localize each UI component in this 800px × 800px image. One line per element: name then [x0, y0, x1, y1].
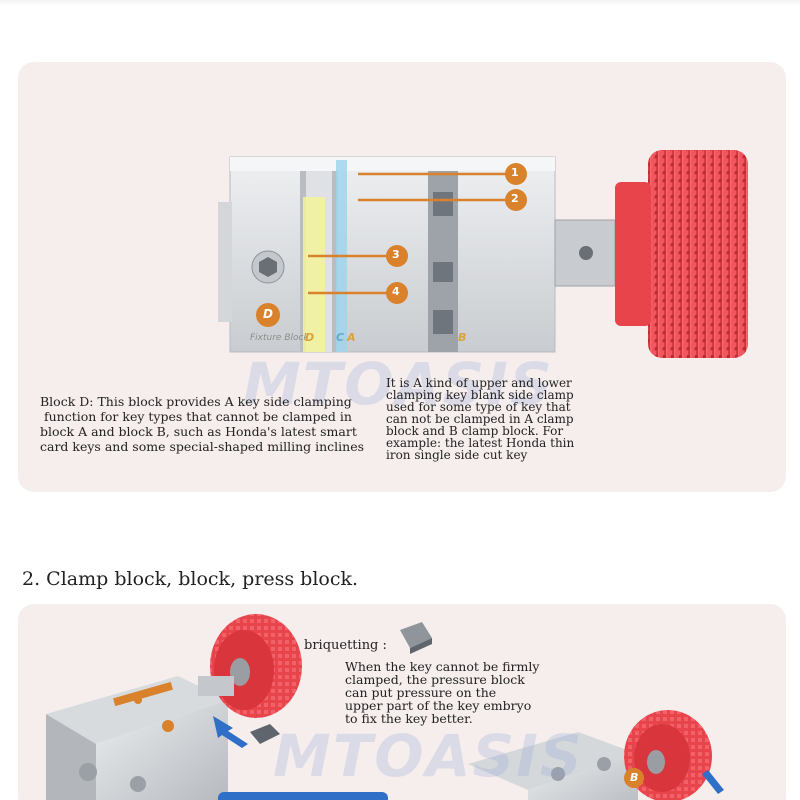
- fixture-diagram-panel: 1 2 3 4 D Fixture Block D C A B MTOASIS …: [18, 62, 786, 492]
- callout-2: 2: [511, 192, 519, 205]
- top-divider: [0, 0, 800, 6]
- column-letter-c: C: [336, 331, 345, 344]
- arrow-icon: [213, 716, 248, 748]
- column-letter-d: D: [305, 331, 315, 344]
- pressure-block-icon: [400, 622, 432, 648]
- column-letter-a: A: [347, 331, 356, 344]
- callout-3: 3: [392, 248, 400, 261]
- red-knob-icon: [648, 150, 748, 358]
- info-bar: [218, 792, 388, 800]
- fixture-block-label: Fixture Block: [250, 333, 309, 343]
- column-letter-b: B: [458, 331, 467, 344]
- block-b-badge: B: [630, 771, 639, 784]
- watermark-2: MTOASIS: [273, 722, 584, 790]
- callout-1: 1: [511, 166, 519, 179]
- briquetting-label: briquetting :: [304, 638, 387, 653]
- clamp-blocks-panel: MTOASIS briquetting : When the key canno…: [18, 604, 786, 800]
- fixture-illustration: [218, 150, 748, 358]
- clamp-description-caption: It is A kind of upper and lower clamping…: [386, 376, 575, 462]
- watermark: MTOASIS: [243, 350, 554, 418]
- clamp-illustration: [46, 614, 724, 800]
- pressure-block-caption: When the key cannot be firmly clamped, t…: [345, 659, 540, 726]
- highlight-strip-d: [303, 197, 325, 352]
- callout-4: 4: [392, 285, 400, 298]
- block-d-caption: Block D: This block provides A key side …: [40, 394, 365, 454]
- block-d-badge: D: [263, 307, 273, 321]
- section-heading: 2. Clamp block, block, press block.: [22, 568, 359, 590]
